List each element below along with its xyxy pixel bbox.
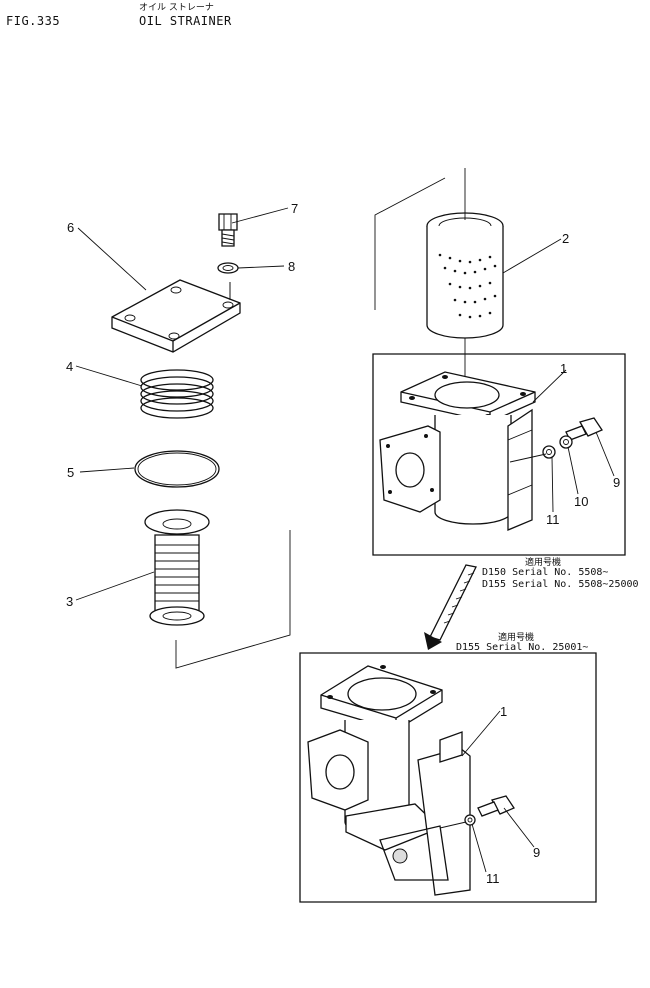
figure-number: FIG.335 [6,14,61,28]
callout-10: 10 [574,494,588,509]
callout-8: 8 [288,259,295,274]
lower-assembly-frame [299,652,597,903]
strainer-part-2 [426,212,504,339]
lower-applicability-label: 適用号機 [498,633,535,643]
washer-part-11-upper [542,445,556,459]
callout-11-lower: 11 [486,871,500,886]
assembly-bracket-left [175,282,291,669]
page-title: OIL STRAINER [139,14,232,28]
callout-9-upper: 9 [613,475,620,490]
serial-change-arrow [424,564,477,650]
washer-part-10-upper [559,435,573,449]
callout-4: 4 [66,359,73,374]
centre-line-bolt-lower [439,821,467,829]
o-ring-part-5 [134,450,220,488]
strainer-element-part-3 [144,509,210,626]
bolt-part-7 [218,213,238,247]
assembly-bracket-upper [374,177,446,310]
housing-part-1-upper [379,371,536,531]
callout-3: 3 [66,594,73,609]
callout-5: 5 [67,465,74,480]
callout-6: 6 [67,220,74,235]
washer-part-11-lower [464,814,476,826]
washer-part-8 [217,262,239,274]
upper-applicability-line-2: D155 Serial No. 5508~25000 [482,579,639,590]
bolt-part-9-upper [565,417,603,441]
callout-1-lower: 1 [500,704,507,719]
bolt-part-9-lower [477,795,515,817]
lower-applicability-line-1: D155 Serial No. 25001~ [456,642,589,653]
leader-lines [75,207,615,873]
callout-1-upper: 1 [560,361,567,376]
callout-2: 2 [562,231,569,246]
upper-applicability-line-1: D150 Serial No. 5508~ [482,567,609,578]
callout-9-lower: 9 [533,845,540,860]
spring-part-4 [140,369,214,419]
centre-line-bolt-upper [509,453,547,463]
upper-assembly-frame [372,353,626,556]
upper-applicability-label: 適用号機 [525,558,562,568]
cover-plate-part-6 [111,279,241,353]
title-japanese: オイル ストレーナ [139,3,214,13]
callout-7: 7 [291,201,298,216]
callout-11-upper: 11 [546,512,560,527]
housing-part-1-lower [307,665,471,896]
